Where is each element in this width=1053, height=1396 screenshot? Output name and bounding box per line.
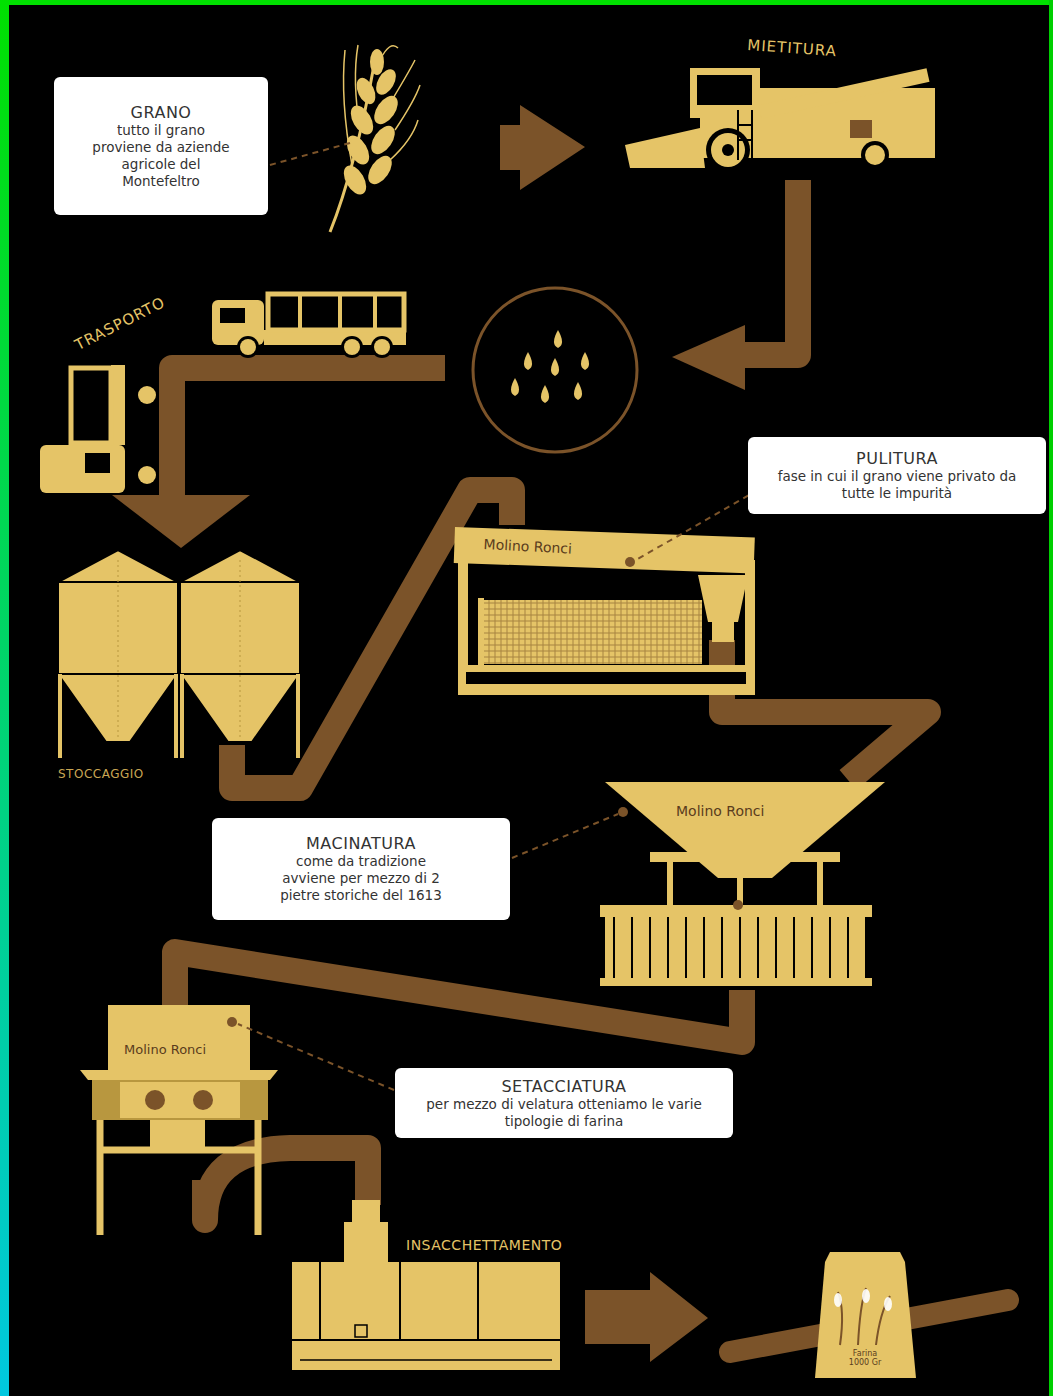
box-heading: GRANO bbox=[64, 103, 258, 122]
box-body: come da tradizione avviene per mezzo di … bbox=[271, 853, 451, 904]
stage-label: Farina 1000 Gr bbox=[848, 1350, 882, 1368]
box-heading: PULITURA bbox=[758, 449, 1036, 468]
box-heading: SETACCIATURA bbox=[405, 1077, 723, 1096]
box-heading: MACINATURA bbox=[222, 834, 500, 853]
stage-label: TRASPORTO bbox=[72, 293, 168, 354]
text-box: GRANOtutto il grano proviene da aziende … bbox=[54, 77, 268, 215]
box-body: per mezzo di velatura otteniamo le varie… bbox=[409, 1096, 719, 1130]
stage-label: Molino Ronci bbox=[124, 1042, 206, 1057]
stage-label: MIETITURA bbox=[747, 36, 838, 60]
text-box: MACINATURAcome da tradizione avviene per… bbox=[212, 818, 510, 920]
stage-label: Molino Ronci bbox=[676, 803, 764, 819]
box-body: tutto il grano proviene da aziende agric… bbox=[86, 122, 236, 190]
text-box: PULITURAfase in cui il grano viene priva… bbox=[748, 437, 1046, 514]
text-box: SETACCIATURAper mezzo di velatura otteni… bbox=[395, 1068, 733, 1138]
box-body: fase in cui il grano viene privato da tu… bbox=[762, 468, 1032, 502]
stage-label: STOCCAGGIO bbox=[58, 767, 144, 781]
stage-label: INSACCHETTAMENTO bbox=[406, 1237, 562, 1253]
